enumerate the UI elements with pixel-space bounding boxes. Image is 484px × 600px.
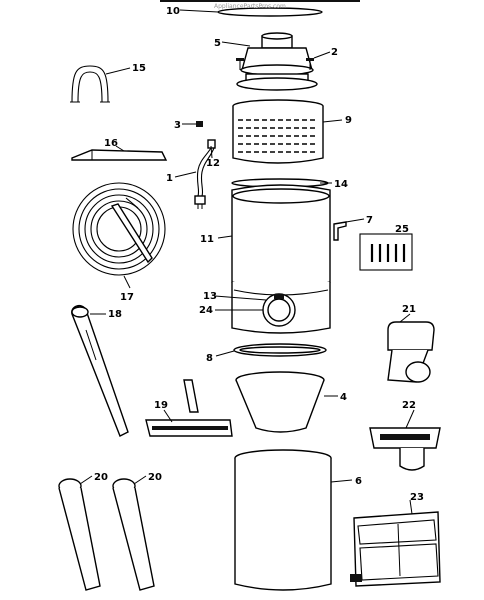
part-20-wand-right[interactable] xyxy=(112,475,155,591)
callout-18: 18 xyxy=(108,309,122,320)
part-10-lid[interactable] xyxy=(179,7,323,17)
callout-25: 25 xyxy=(395,224,409,235)
callout-2: 2 xyxy=(331,47,338,58)
callout-11: 11 xyxy=(200,234,214,245)
part-19-floor-brush[interactable] xyxy=(145,379,233,437)
part-20-wand-left[interactable] xyxy=(58,475,101,591)
callout-5: 5 xyxy=(214,38,221,49)
part-25-screws[interactable] xyxy=(359,233,413,271)
callout-21: 21 xyxy=(402,304,416,315)
callout-8: 8 xyxy=(206,353,213,364)
part-21-tool[interactable] xyxy=(387,313,435,383)
part-1-power-cord[interactable] xyxy=(174,139,216,209)
callout-16: 16 xyxy=(104,138,118,149)
part-15-hose-hanger[interactable] xyxy=(70,65,131,103)
part-3-clip[interactable] xyxy=(182,121,203,127)
part-8-ring[interactable] xyxy=(215,343,327,357)
callout-9: 9 xyxy=(345,115,352,126)
callout-10: 10 xyxy=(166,6,180,17)
callout-24: 24 xyxy=(199,305,213,316)
callout-20-left: 20 xyxy=(94,472,108,483)
part-18-wand[interactable] xyxy=(71,304,129,437)
part-17-hose[interactable] xyxy=(72,182,166,289)
title-fragment xyxy=(160,0,360,2)
callout-22: 22 xyxy=(402,400,416,411)
callout-23: 23 xyxy=(410,492,424,503)
callout-17: 17 xyxy=(120,292,134,303)
part-13-inlet[interactable] xyxy=(214,293,296,327)
part-6-canister[interactable] xyxy=(234,449,353,591)
part-5-motor[interactable] xyxy=(221,32,318,91)
callout-4: 4 xyxy=(340,392,347,403)
callout-3: 3 xyxy=(174,120,181,131)
part-22-tool[interactable] xyxy=(369,409,441,471)
callout-19: 19 xyxy=(154,400,168,411)
callout-7: 7 xyxy=(366,215,373,226)
part-2-bolts[interactable] xyxy=(236,51,331,70)
callout-12: 12 xyxy=(206,158,220,169)
part-4-cone[interactable] xyxy=(235,371,338,433)
callouts: 10 5 2 15 3 9 16 12 1 14 7 25 11 17 13 2… xyxy=(94,6,424,503)
callout-6: 6 xyxy=(355,476,362,487)
watermark-text: AppliancePartsPros.com xyxy=(214,3,286,10)
part-16-crevice-tool[interactable] xyxy=(71,145,168,161)
part-7-bracket[interactable] xyxy=(333,218,365,241)
callout-20-right: 20 xyxy=(148,472,162,483)
part-9-filter[interactable] xyxy=(232,99,343,164)
callout-13: 13 xyxy=(203,291,217,302)
callout-1: 1 xyxy=(166,173,173,184)
part-23-tool-caddy[interactable] xyxy=(350,499,441,587)
part-14-gasket[interactable] xyxy=(231,178,332,188)
callout-14: 14 xyxy=(334,179,348,190)
callout-15: 15 xyxy=(132,63,146,74)
